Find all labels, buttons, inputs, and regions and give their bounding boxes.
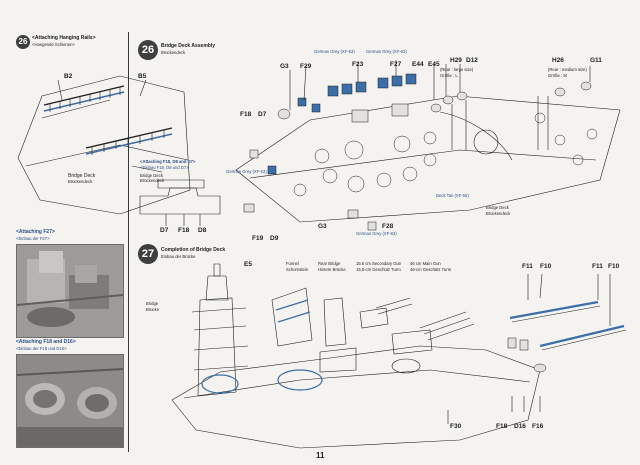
part-f23: F23 bbox=[352, 61, 364, 68]
attaching-f18-d16-subtitle: <Einbau der F18 und D16> bbox=[16, 346, 67, 351]
main-gun-label: 46 cm Main Gun bbox=[410, 261, 441, 266]
attaching-f27-subtitle: <Einbau der F27> bbox=[16, 236, 50, 241]
step-27-subtitle: Einbau der Brücke bbox=[161, 254, 196, 259]
part-g11: G11 bbox=[590, 57, 602, 64]
part-g3-top: G3 bbox=[280, 63, 289, 70]
photo-f18-d16 bbox=[16, 354, 124, 448]
step-27-circle: 27 bbox=[138, 244, 158, 264]
paint-note-3: German Grey (XF-63) bbox=[226, 169, 267, 174]
small-deck-label: Bridge Deck bbox=[140, 173, 163, 178]
rails-deck-label-de: Brückendeck bbox=[68, 179, 93, 184]
part-b2: B2 bbox=[64, 73, 73, 80]
part-e5: E5 bbox=[244, 261, 252, 268]
part-e45: E45 bbox=[428, 61, 440, 68]
step-26-circle: 26 bbox=[138, 40, 158, 60]
part-b5: B5 bbox=[138, 73, 147, 80]
bridge-label: Bridge bbox=[146, 301, 159, 306]
step-26-title: Bridge Deck Assembly bbox=[161, 43, 216, 49]
part-h26: H26 bbox=[552, 57, 564, 64]
secondary-gun-label: 15.5 cm Secondary Gun bbox=[356, 261, 402, 266]
part-e44: E44 bbox=[412, 61, 424, 68]
part-d9: D9 bbox=[270, 235, 279, 242]
step26-deck-label: Bridge Deck bbox=[486, 205, 509, 210]
part-h29: H29 bbox=[450, 57, 462, 64]
f18-d8-d7-note: <Attaching F18, D8 and D7> bbox=[140, 159, 196, 164]
h29-note: (Rear : large size) bbox=[440, 67, 474, 72]
part-f11-right: F11 bbox=[592, 263, 603, 270]
photo-f18-d16-art bbox=[17, 355, 123, 447]
attaching-rails-subtitle: <Hangende Schienen> bbox=[32, 42, 75, 47]
part-f16: F16 bbox=[532, 423, 544, 430]
part-f27: F27 bbox=[390, 61, 402, 68]
h26-note-2: Größe : M bbox=[548, 73, 567, 78]
part-f30: F30 bbox=[450, 423, 462, 430]
h26-note: (Rear : medium size) bbox=[548, 67, 587, 72]
attaching-f18-d16-title: <Attaching F18 and D16> bbox=[16, 339, 76, 345]
part-d7: D7 bbox=[258, 111, 267, 118]
photo-f27 bbox=[16, 244, 124, 338]
step-27-title: Completion of Bridge Deck bbox=[161, 247, 226, 253]
attaching-f27-title: <Attaching F27> bbox=[16, 229, 55, 235]
main-gun-label-de: 46-cm Geschütz Turm bbox=[410, 267, 452, 272]
rails-deck-label: Bridge Deck bbox=[68, 173, 96, 179]
step26-deck-label-de: Brückendeck bbox=[486, 211, 511, 216]
part-f19: F19 bbox=[252, 235, 264, 242]
part-d12: D12 bbox=[466, 57, 478, 64]
photo-f27-art bbox=[17, 245, 123, 337]
part-f29: F29 bbox=[300, 63, 312, 70]
part-f18-bottom: F18 bbox=[496, 423, 508, 430]
bridge-label-de: Brücke bbox=[146, 307, 160, 312]
column-divider bbox=[128, 32, 129, 452]
part-f28: F28 bbox=[382, 223, 394, 230]
funnel-label: Funnel bbox=[286, 261, 299, 266]
part-f10-left: F10 bbox=[540, 263, 552, 270]
rear-bridge-label: Rear Bridge bbox=[318, 261, 341, 266]
attaching-rails-title: <Attaching Hanging Rails> bbox=[32, 35, 96, 41]
page-number: 11 bbox=[316, 451, 325, 460]
h29-note-2: Größe : L bbox=[440, 73, 458, 78]
paint-note-4: German Grey (XF-63) bbox=[356, 231, 397, 236]
inset-part-d8: D8 bbox=[198, 227, 207, 234]
step-26-subtitle: Brückendeck bbox=[161, 50, 186, 55]
part-f18: F18 bbox=[240, 111, 252, 118]
inset-part-f18: F18 bbox=[178, 227, 190, 234]
part-f11-left: F11 bbox=[522, 263, 533, 270]
step-26-circle-small: 26 bbox=[16, 35, 30, 49]
small-deck-label-de: Brückendeck bbox=[140, 178, 165, 183]
f18-d8-d7-note-de: <Einbau F18, D8 und D7> bbox=[140, 165, 189, 170]
part-f10-right: F10 bbox=[608, 263, 620, 270]
inset-part-d7: D7 bbox=[160, 227, 169, 234]
secondary-gun-label-de: 15,5-cm Geschütz Turm bbox=[356, 267, 401, 272]
funnel-label-de: Schornstein bbox=[286, 267, 309, 272]
part-g3-bottom: G3 bbox=[318, 223, 327, 230]
paint-note-1: German Grey (XF-63) bbox=[314, 49, 355, 54]
deck-tan-note: Deck Tan (XF-55) bbox=[436, 193, 469, 198]
rear-bridge-label-de: Hintere Brücke bbox=[318, 267, 346, 272]
part-d16: D16 bbox=[514, 423, 526, 430]
paint-note-2: German Grey (XF-63) bbox=[366, 49, 407, 54]
